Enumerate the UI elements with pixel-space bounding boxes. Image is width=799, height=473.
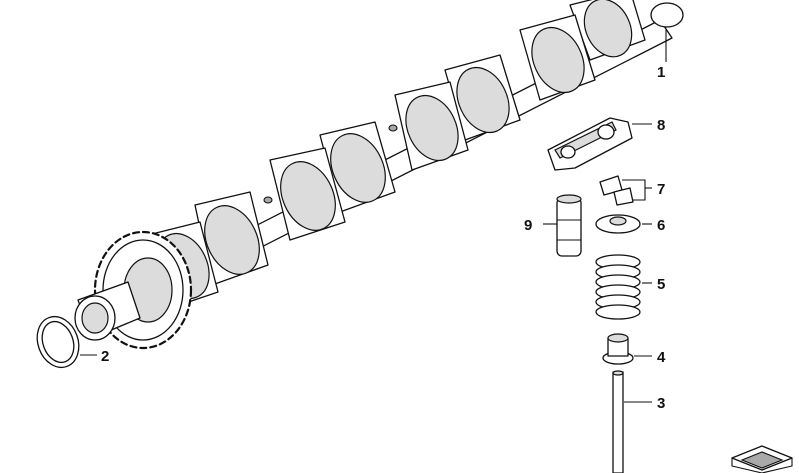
callout-8: 8 <box>657 117 665 134</box>
callout-6: 6 <box>657 217 665 234</box>
cam-lobe <box>319 121 396 213</box>
hydraulic-lifter <box>556 194 582 257</box>
catalog-book-icon <box>731 445 793 473</box>
callout-4: 4 <box>657 349 666 366</box>
camshaft <box>74 0 684 350</box>
camshaft-end <box>650 2 684 28</box>
oil-hole <box>388 124 398 132</box>
sealing-ring <box>36 315 80 369</box>
leader-lines <box>80 123 652 403</box>
callout-3: 3 <box>657 395 665 412</box>
cam-lobe <box>394 81 469 171</box>
camshaft-front-journal <box>74 281 141 341</box>
cam-lobe <box>194 191 269 286</box>
oil-hole <box>263 196 273 204</box>
callout-9: 9 <box>524 217 532 234</box>
valve-stem-seal <box>602 333 634 365</box>
cam-lobe <box>269 147 346 241</box>
valve <box>612 370 624 473</box>
callout-2: 2 <box>101 348 109 365</box>
callout-7: 7 <box>657 181 665 198</box>
callout-5: 5 <box>657 276 665 293</box>
callout-labels: 1 2 3 4 5 6 7 8 9 <box>101 64 666 412</box>
callout-1: 1 <box>657 64 665 81</box>
rocker-arm <box>547 117 633 171</box>
valve-cotters <box>599 175 634 206</box>
cam-lobe <box>519 14 596 101</box>
spring-retainer <box>595 214 641 234</box>
valve-spring <box>595 254 641 320</box>
